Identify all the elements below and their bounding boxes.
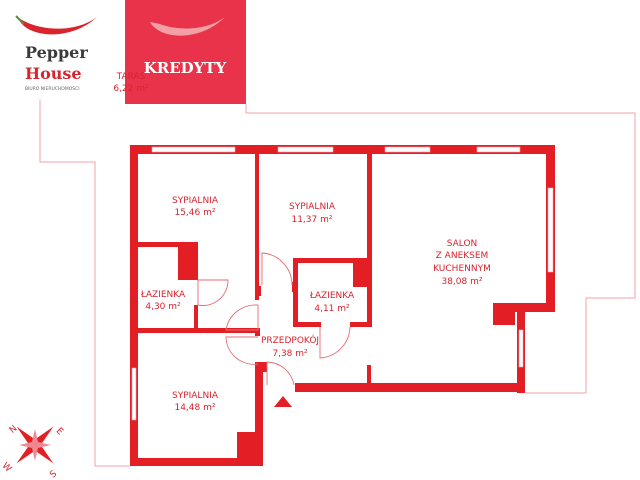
terrace-area: 6,22 m²	[113, 84, 149, 94]
bathroom1-area: 4,30 m²	[145, 302, 181, 312]
bathroom1-name: ŁAZIENKA	[140, 290, 186, 300]
hall-name: PRZEDPOKÓJ	[261, 334, 319, 346]
terrace-outline	[39, 100, 636, 467]
bathroom2-name: ŁAZIENKA	[309, 291, 355, 301]
bedroom3-area: 14,48 m²	[174, 403, 215, 413]
compass-e: E	[54, 426, 65, 437]
kredyty-label: KREDYTY	[144, 59, 227, 77]
pepper-house-logo: Pepper House BIURO NIERUCHOMOŚCI	[15, 15, 97, 92]
logo-tagline: BIURO NIERUCHOMOŚCI	[25, 85, 80, 92]
terrace-name: TARAS	[116, 72, 146, 82]
kredyty-banner[interactable]: KREDYTY	[125, 0, 246, 104]
compass-s: S	[48, 469, 59, 480]
logo-text-pepper: Pepper	[25, 43, 88, 62]
compass-rose-icon	[16, 426, 54, 464]
doors	[197, 252, 351, 386]
compass-w: W	[0, 461, 13, 474]
logo-text-house: House	[25, 64, 82, 83]
living-name-1: SALON	[447, 239, 478, 249]
pepper-icon	[18, 17, 97, 35]
pepper-icon	[150, 17, 225, 36]
living-name-3: KUCHENNYM	[433, 264, 491, 274]
bedroom1-name: SYPIALNIA	[172, 196, 219, 206]
room-labels: TARAS 6,22 m² SYPIALNIA 15,46 m² SYPIALN…	[113, 72, 491, 413]
hall-area: 7,38 m²	[272, 349, 308, 359]
windows	[131, 146, 554, 421]
living-area: 38,08 m²	[441, 277, 482, 287]
entrance-marker-icon	[274, 396, 292, 407]
bedroom2-name: SYPIALNIA	[289, 202, 336, 212]
living-name-2: Z ANEKSEM	[436, 251, 489, 261]
bedroom1-area: 15,46 m²	[174, 208, 215, 218]
bedroom3-name: SYPIALNIA	[172, 391, 219, 401]
bathroom2-area: 4,11 m²	[314, 304, 350, 314]
bedroom2-area: 11,37 m²	[291, 215, 332, 225]
compass-n: N	[8, 424, 20, 436]
